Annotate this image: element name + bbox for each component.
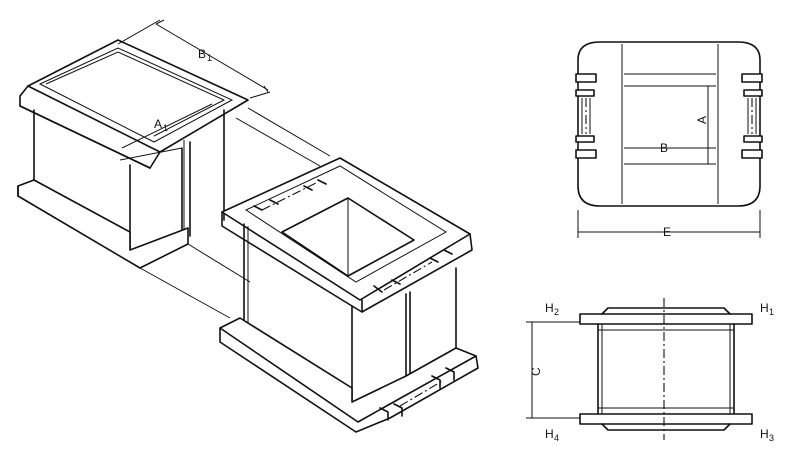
lower-bobbin (221, 157, 473, 401)
upper-tube-body (33, 109, 225, 251)
lower-flange (219, 317, 479, 433)
label-h4-sub: 4 (554, 433, 559, 443)
upper-bottom-flange (17, 179, 189, 269)
label-e: E (663, 225, 671, 239)
label-b: B (660, 141, 668, 155)
label-b1: B (198, 47, 206, 61)
top-view (575, 41, 763, 238)
upper-flange (19, 39, 249, 169)
construction-lines (139, 107, 331, 319)
label-h1-sub: 1 (769, 307, 774, 317)
label-a1: A (154, 117, 162, 131)
label-b1-sub: 1 (207, 53, 212, 63)
label-h3-sub: 3 (769, 433, 774, 443)
dimension-b1 (117, 19, 271, 99)
label-a1-sub: 1 (163, 123, 168, 133)
side-view (526, 298, 753, 440)
isometric-view (17, 39, 479, 433)
label-c: C (529, 367, 543, 376)
label-a: A (695, 116, 709, 124)
label-h1: H (760, 301, 769, 315)
label-h2-sub: 2 (554, 307, 559, 317)
label-h3: H (760, 427, 769, 441)
label-h4: H (545, 427, 554, 441)
label-h2: H (545, 301, 554, 315)
dimension-a1 (121, 103, 213, 149)
